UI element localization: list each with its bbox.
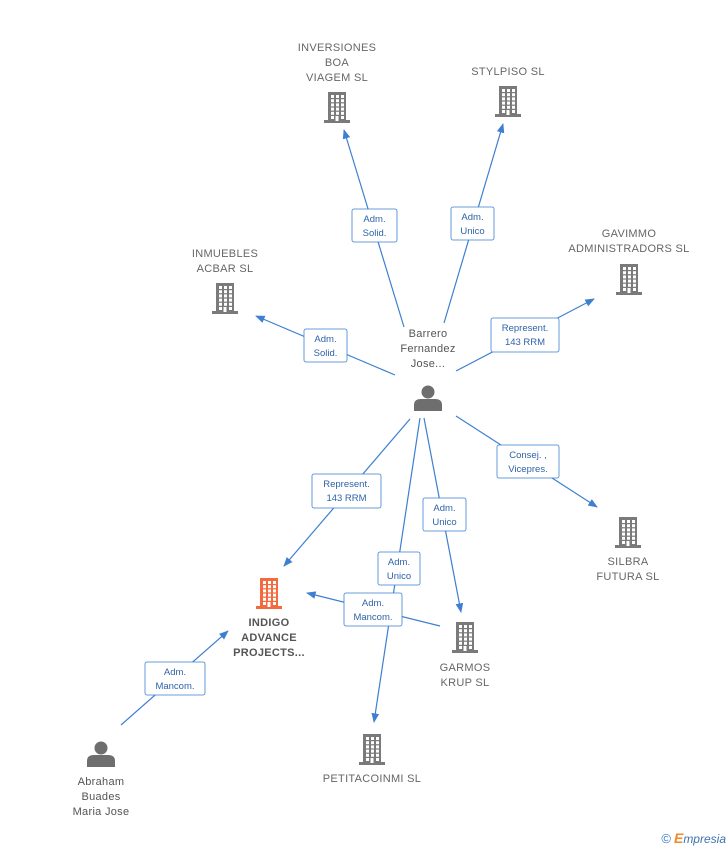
- role-label-text: Represent.: [323, 479, 369, 490]
- building-icon: [616, 264, 642, 295]
- person-icon: [414, 385, 442, 411]
- node-label: Barrero: [409, 328, 448, 340]
- role-label-barrero-to-garmos[interactable]: Adm. Unico: [422, 497, 467, 532]
- role-label-text: Adm.: [433, 503, 455, 514]
- role-label-text: Unico: [460, 226, 484, 237]
- node-label: Jose...: [411, 358, 446, 370]
- role-label-text: Adm.: [164, 667, 186, 678]
- role-label-barrero-to-gavimmo[interactable]: Represent. 143 RRM: [490, 317, 560, 353]
- node-label: STYLPISO SL: [471, 66, 545, 78]
- role-label-text: Adm.: [363, 214, 385, 225]
- node-garmos[interactable]: GARMOS KRUP SL: [440, 622, 491, 689]
- role-label-text: Adm.: [362, 598, 384, 609]
- role-label-text: Adm.: [388, 557, 410, 568]
- building-icon: [212, 283, 238, 314]
- role-label-text: Adm.: [314, 334, 336, 345]
- node-label: Fernandez: [400, 343, 455, 355]
- brand-footer[interactable]: ©Empresia: [661, 830, 726, 846]
- node-label: BOA: [325, 57, 349, 69]
- role-label-text: Unico: [432, 517, 456, 528]
- role-label-box: [450, 206, 495, 241]
- role-label-text: 143 RRM: [326, 493, 366, 504]
- brand-name: mpresia: [683, 832, 726, 846]
- node-label: Abraham: [78, 776, 125, 788]
- role-label-box: [377, 551, 421, 586]
- node-label: Maria Jose: [73, 806, 130, 818]
- nodes-layer: INVERSIONES BOA VIAGEM SL STYLPISO SL GAVIMM…: [73, 42, 690, 818]
- role-label-barrero-to-stylpiso[interactable]: Adm. Unico: [450, 206, 495, 241]
- building-icon: [615, 517, 641, 548]
- node-indigo[interactable]: INDIGO ADVANCE PROJECTS...: [233, 578, 305, 659]
- role-label-box: [343, 592, 403, 627]
- role-label-box: [303, 328, 348, 363]
- role-label-text: 143 RRM: [505, 337, 545, 348]
- role-label-text: Represent.: [502, 323, 548, 334]
- node-label: GARMOS: [440, 662, 491, 674]
- role-label-text: Vicepres.: [508, 464, 547, 475]
- node-label: ADVANCE: [241, 632, 297, 644]
- node-barrero[interactable]: BarreroFernandezJose...: [400, 328, 455, 411]
- copyright-icon: ©: [661, 831, 671, 846]
- node-label: KRUP SL: [441, 677, 490, 689]
- role-label-text: Solid.: [363, 228, 387, 239]
- role-label-text: Adm.: [461, 212, 483, 223]
- node-label: ACBAR SL: [197, 263, 254, 275]
- person-icon: [87, 741, 115, 767]
- role-label-box: [490, 317, 560, 353]
- node-label: GAVIMMO: [602, 228, 657, 240]
- role-label-abraham-to-indigo[interactable]: Adm. Mancom.: [144, 661, 206, 696]
- role-label-garmos-to-indigo[interactable]: Adm. Mancom.: [343, 592, 403, 627]
- role-label-text: Solid.: [314, 348, 338, 359]
- role-label-barrero-to-petitacoinmi[interactable]: Adm. Unico: [377, 551, 421, 586]
- role-label-barrero-to-silbra[interactable]: Consej. , Vicepres.: [496, 444, 560, 479]
- node-label: FUTURA SL: [596, 571, 659, 583]
- role-label-box: [144, 661, 206, 696]
- node-label: ADMINISTRADORS SL: [568, 243, 689, 255]
- building-icon: [452, 622, 478, 653]
- role-label-barrero-to-inversiones[interactable]: Adm. Solid.: [351, 208, 398, 243]
- role-label-box: [422, 497, 467, 532]
- node-label: Buades: [81, 791, 120, 803]
- role-label-box: [496, 444, 560, 479]
- node-inversiones[interactable]: INVERSIONES BOA VIAGEM SL: [298, 42, 377, 123]
- role-label-text: Mancom.: [353, 612, 392, 623]
- role-label-text: Mancom.: [155, 681, 194, 692]
- node-stylpiso[interactable]: STYLPISO SL: [471, 66, 545, 117]
- node-gavimmo[interactable]: GAVIMMO ADMINISTRADORS SL: [568, 228, 689, 295]
- role-label-text: Unico: [387, 571, 411, 582]
- node-label: SILBRA: [608, 556, 649, 568]
- node-petitacoinmi[interactable]: PETITACOINMI SL: [323, 734, 421, 785]
- role-label-box: [351, 208, 398, 243]
- role-label-barrero-to-inmuebles[interactable]: Adm. Solid.: [303, 328, 348, 363]
- role-label-box: [311, 473, 382, 509]
- brand-initial: E: [673, 830, 684, 846]
- building-icon: [256, 578, 282, 609]
- node-label: PETITACOINMI SL: [323, 773, 421, 785]
- building-icon: [324, 92, 350, 123]
- building-icon: [495, 86, 521, 117]
- node-label: INDIGO: [249, 617, 290, 629]
- node-inmuebles[interactable]: INMUEBLES ACBAR SL: [192, 248, 258, 314]
- node-label: VIAGEM SL: [306, 72, 368, 84]
- node-label: INMUEBLES: [192, 248, 258, 260]
- role-label-barrero-to-indigo[interactable]: Represent. 143 RRM: [311, 473, 382, 509]
- node-label: PROJECTS...: [233, 647, 305, 659]
- building-icon: [359, 734, 385, 765]
- node-silbra[interactable]: SILBRA FUTURA SL: [596, 517, 659, 583]
- node-label: INVERSIONES: [298, 42, 377, 54]
- role-label-text: Consej. ,: [509, 450, 547, 461]
